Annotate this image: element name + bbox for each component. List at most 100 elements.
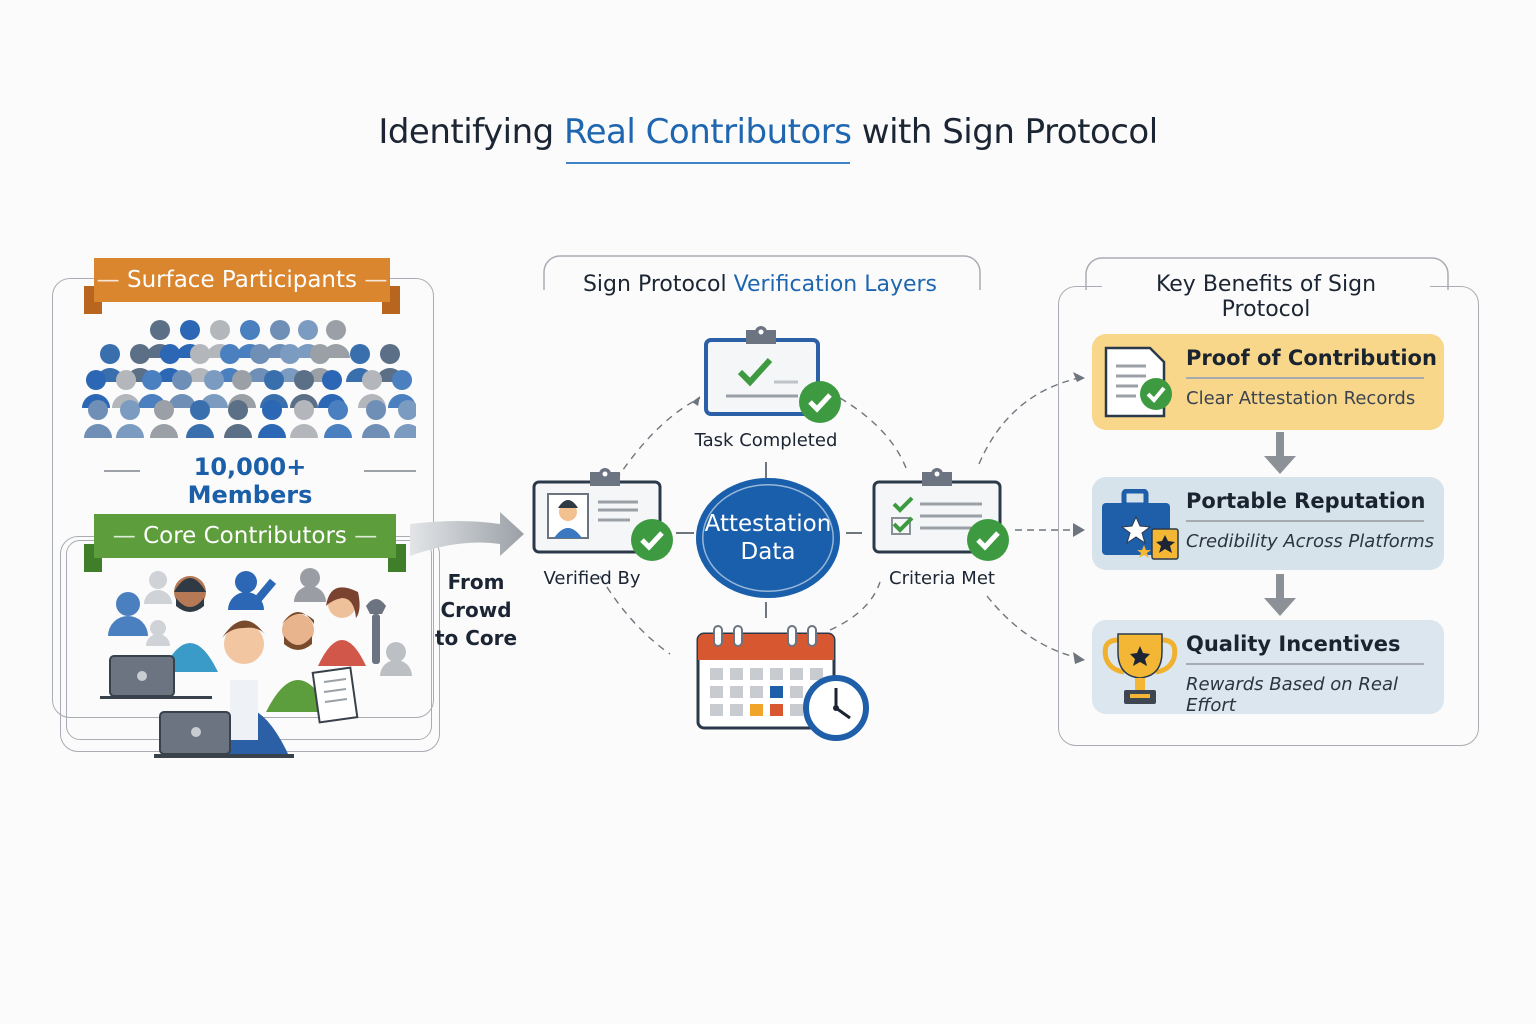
benefit-card-reputation[interactable]: Portable Reputation Credibility Across P… (1092, 477, 1444, 570)
calendar-day (710, 704, 723, 716)
person-icon (116, 400, 144, 438)
person-icon (290, 400, 318, 438)
surface-banner-label: Surface Participants (126, 267, 358, 293)
calendar-day (750, 686, 763, 698)
person-icon (294, 568, 326, 602)
person-icon (258, 400, 286, 438)
briefcase-star-icon (1102, 489, 1179, 560)
crowd-icon (82, 320, 416, 438)
core-banner-label: Core Contributors (143, 523, 347, 549)
calendar-day (790, 686, 803, 698)
verification-frame (543, 255, 981, 290)
benefit-card-incentives[interactable]: Quality Incentives Rewards Based on Real… (1092, 620, 1444, 716)
calendar-day (770, 704, 783, 716)
core-contributors-banner: — Core Contributors — (94, 514, 396, 558)
benefits-frame-top (1085, 257, 1449, 290)
transition-label: From Crowd to Core (430, 568, 522, 652)
count-rule-left (104, 470, 140, 472)
cycle-arc (615, 397, 701, 481)
contributor-person (318, 587, 366, 666)
person-icon (224, 400, 252, 438)
document-icon (311, 666, 359, 724)
arrow-head-icon (692, 396, 700, 406)
contributor-person (162, 576, 218, 672)
node-label-criteria-met: Criteria Met (889, 568, 995, 589)
verification-title-accent: Verification Layers (733, 272, 938, 297)
title-suffix: with Sign Protocol (851, 112, 1158, 152)
benefit-connectors (978, 372, 1085, 664)
person-with-pencil-icon (228, 571, 277, 610)
calendar-day (770, 686, 783, 698)
banner-dash-icon: — (112, 523, 144, 549)
down-arrow-icon (1264, 574, 1296, 616)
node-label-task-completed: Task Completed (694, 430, 838, 451)
surface-participants-banner: — Surface Participants — (94, 258, 390, 302)
cycle-arc (839, 397, 907, 469)
calendar-day (810, 668, 823, 680)
benefit-divider (1186, 520, 1424, 522)
verification-cycle (599, 396, 907, 655)
benefits-title: Key Benefits of Sign Protocol (1102, 272, 1430, 322)
person-icon (144, 571, 172, 604)
banner-dash-icon: — (357, 267, 388, 293)
document-check-icon (1104, 346, 1172, 418)
person-icon (394, 400, 416, 438)
banner-dash-icon: — (346, 523, 378, 549)
calendar-day (750, 668, 763, 680)
title-prefix: Identifying (378, 112, 565, 152)
person-icon (168, 370, 196, 408)
laptop-icon (100, 655, 212, 699)
benefit-card-proof[interactable]: Proof of Contribution Clear Attestation … (1092, 334, 1444, 430)
person-icon (146, 620, 170, 646)
arrow-head-icon (1073, 372, 1085, 382)
banner-dash-icon: — (96, 267, 127, 293)
calendar-day (790, 668, 803, 680)
node-label-verified-by: Verified By (543, 568, 641, 589)
benefit-title: Portable Reputation (1186, 489, 1426, 513)
checklist-icon (872, 468, 1009, 561)
hub-label-line1: Attestation (704, 511, 832, 537)
connector-line (986, 595, 1080, 659)
transition-label-line: From (447, 570, 505, 594)
down-arrow-icon (1264, 432, 1296, 474)
wrench-icon (366, 599, 386, 664)
arrow-head-icon (1073, 523, 1085, 537)
benefit-title: Quality Incentives (1186, 632, 1401, 656)
benefit-subtitle: Clear Attestation Records (1186, 388, 1416, 409)
calendar-day (790, 704, 803, 716)
person-icon (380, 642, 412, 676)
calendar-day (730, 686, 743, 698)
person-icon (150, 400, 178, 438)
calendar-day (770, 668, 783, 680)
benefit-divider (1186, 663, 1424, 665)
calendar-day (730, 704, 743, 716)
transition-label-line: to Core (434, 626, 518, 650)
core-contributors-illustration (100, 568, 412, 758)
title-underline (566, 162, 850, 164)
trophy-icon (1102, 633, 1178, 704)
benefit-title: Proof of Contribution (1186, 346, 1437, 370)
person-icon (186, 400, 214, 438)
cycle-arc (829, 581, 881, 631)
crowd-to-core-arrow (410, 512, 524, 556)
surface-member-count: 10,000+ Members (187, 453, 313, 509)
verification-title-prefix: Sign Protocol (582, 272, 734, 297)
hub-label-line2: Data (740, 539, 796, 565)
clipboard-check-icon (704, 326, 841, 423)
cycle-arc (599, 575, 671, 655)
benefit-subtitle: Rewards Based on Real Effort (1186, 674, 1398, 716)
person-icon (362, 400, 390, 438)
attestation-hub[interactable]: Attestation Data (696, 478, 840, 598)
verification-layers-title: Sign Protocol Verification Layers (560, 272, 960, 297)
benefit-subtitle: Credibility Across Platforms (1186, 531, 1435, 552)
id-badge-icon (532, 468, 673, 561)
title-accent: Real Contributors (564, 112, 852, 152)
count-rule-right (364, 470, 416, 472)
calendar-clock-icon (696, 625, 869, 741)
transition-label-line: Crowd (440, 598, 512, 622)
person-icon (84, 400, 112, 438)
connector-line (978, 377, 1080, 465)
benefit-divider (1186, 377, 1424, 379)
calendar-day (710, 686, 723, 698)
calendar-day (710, 668, 723, 680)
